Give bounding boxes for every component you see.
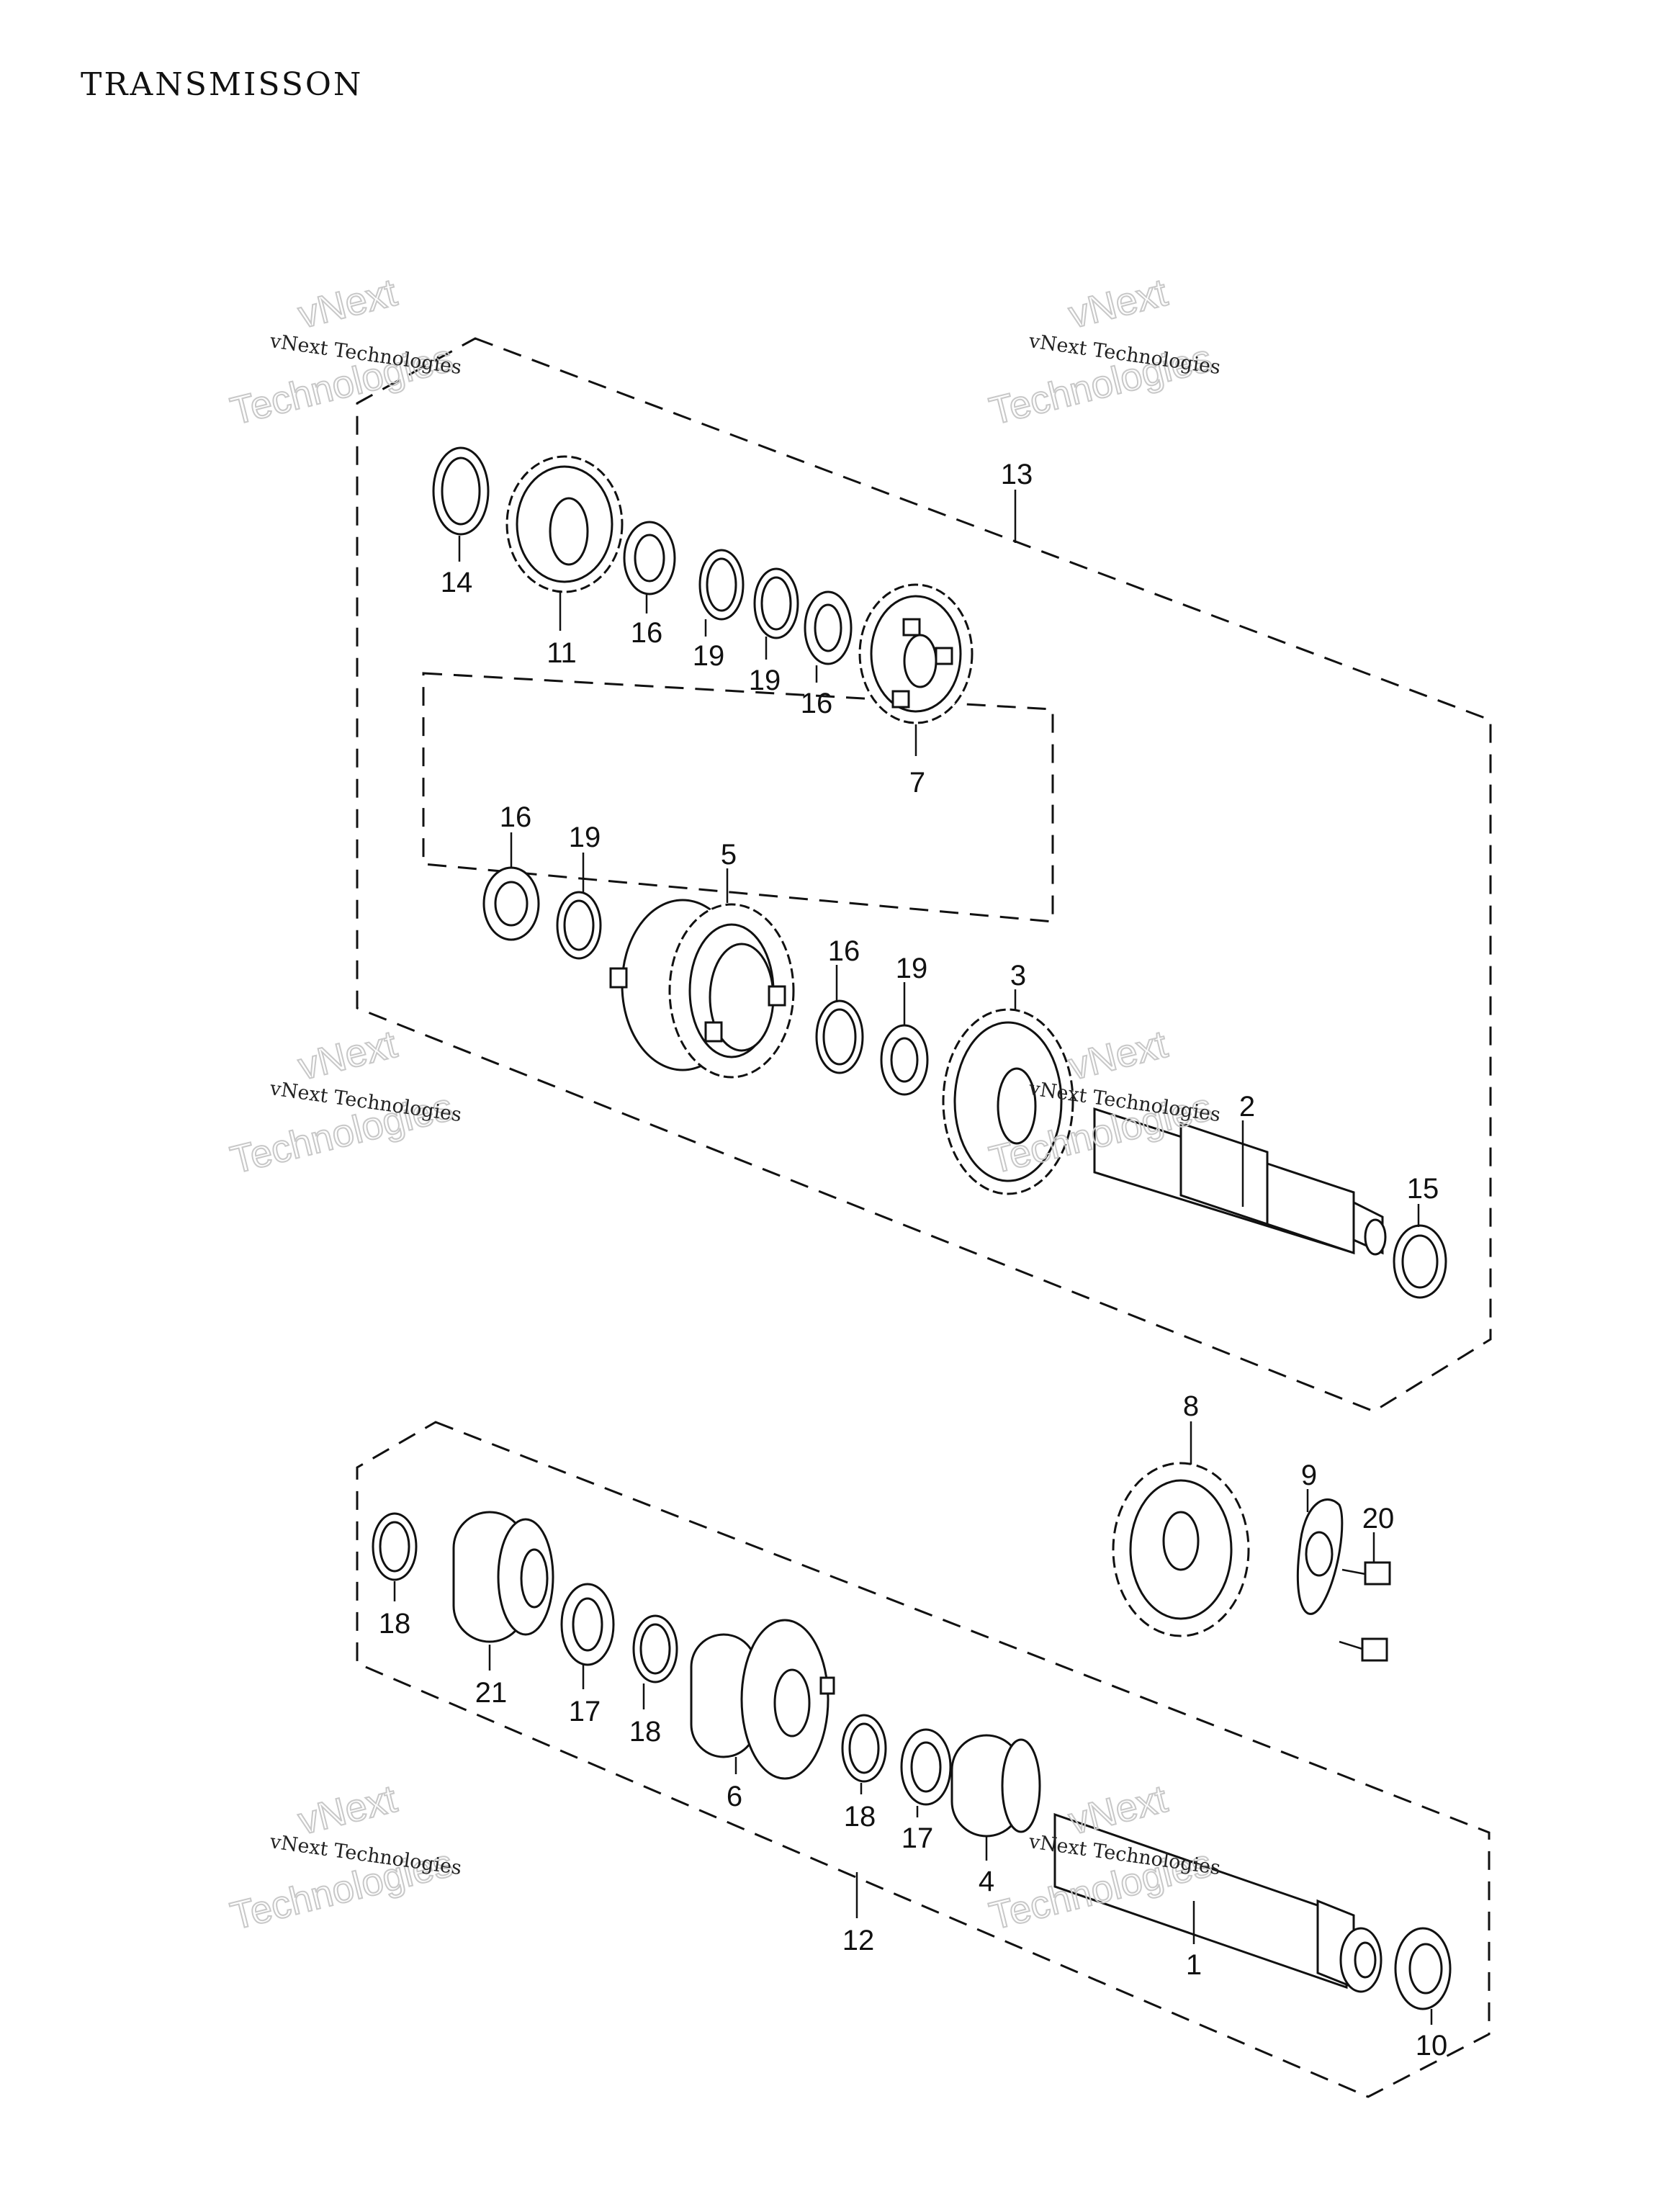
main-shaft-assembly-boundary <box>356 337 1492 1413</box>
callout-9: 9 <box>1301 1460 1317 1491</box>
callout-10: 10 <box>1416 2030 1448 2062</box>
callout-21: 21 <box>475 1677 508 1709</box>
callout-18-a: 18 <box>379 1608 411 1640</box>
svg-text:vNext: vNext <box>294 1777 400 1843</box>
callout-12: 12 <box>842 1925 875 1956</box>
callout-5: 5 <box>721 839 737 871</box>
gear-4 <box>950 1734 1041 1838</box>
page-title: TRANSMISSON <box>81 66 364 103</box>
circlip-18a <box>372 1512 418 1581</box>
gear-21 <box>452 1511 554 1643</box>
svg-text:vNext: vNext <box>294 271 400 337</box>
watermark-mid-left: vNext Technologies vNext Technologies <box>225 1022 463 1183</box>
splined-washer-17a <box>560 1583 615 1666</box>
callout-17-b: 17 <box>902 1822 934 1854</box>
countershaft-1 <box>1053 1812 1382 1993</box>
washer-10 <box>1394 1927 1452 2010</box>
callout-16-a: 16 <box>631 617 663 649</box>
circlip-18c <box>841 1714 887 1783</box>
gear-3 <box>942 1008 1074 1195</box>
callout-3: 3 <box>1010 960 1026 992</box>
counter-shaft-assembly-boundary <box>356 1421 1491 2098</box>
callout-16-b: 16 <box>801 688 833 719</box>
sprocket-8 <box>1112 1462 1250 1637</box>
circlip-18b <box>632 1614 678 1683</box>
splined-washer-16b <box>804 590 853 665</box>
callout-7: 7 <box>909 767 925 799</box>
watermark-top-right: vNext Technologies vNext Technologies <box>984 270 1222 434</box>
splined-washer-16c <box>482 866 540 941</box>
svg-text:vNext: vNext <box>294 1022 400 1089</box>
circlip-19a <box>698 549 745 621</box>
washer-15 <box>1393 1224 1447 1299</box>
gear-5 <box>609 899 795 1079</box>
callout-16-c: 16 <box>500 801 532 833</box>
splined-washer-16a <box>623 521 676 595</box>
circlip-19c <box>556 891 602 960</box>
bolt-20b <box>1339 1637 1388 1662</box>
callout-4: 4 <box>979 1866 994 1897</box>
circlip-19b <box>753 567 799 639</box>
svg-text:vNext: vNext <box>1064 1777 1171 1843</box>
callout-19-a: 19 <box>693 640 725 672</box>
splined-washer-17b <box>900 1728 952 1806</box>
gear-11 <box>505 455 624 593</box>
callout-13: 13 <box>1001 459 1033 490</box>
callout-2: 2 <box>1239 1091 1255 1123</box>
callout-19-d: 19 <box>896 953 928 984</box>
callout-16-d: 16 <box>828 935 860 967</box>
callout-18-b: 18 <box>629 1716 662 1748</box>
washer-14 <box>432 446 490 536</box>
callout-15: 15 <box>1407 1173 1439 1205</box>
callout-17-a: 17 <box>569 1696 601 1727</box>
splined-washer-19d <box>880 1024 929 1096</box>
svg-text:vNext: vNext <box>1064 271 1171 337</box>
callout-20: 20 <box>1362 1503 1395 1534</box>
callout-18-c: 18 <box>844 1801 876 1833</box>
callout-8: 8 <box>1183 1390 1199 1422</box>
retainer-plate-9 <box>1296 1498 1344 1615</box>
watermark-top-left: vNext Technologies vNext Technologies <box>225 270 463 434</box>
gear-6 <box>690 1619 835 1780</box>
gear-7 <box>858 583 974 724</box>
callout-14: 14 <box>441 567 473 598</box>
callout-19-b: 19 <box>749 665 781 696</box>
callout-11: 11 <box>547 637 577 669</box>
circlip-16d <box>815 999 864 1074</box>
main-shaft-2 <box>1093 1107 1387 1256</box>
bolt-20a <box>1341 1561 1391 1586</box>
svg-text:vNext: vNext <box>1064 1022 1171 1089</box>
watermark-bottom-left: vNext Technologies vNext Technologies <box>225 1776 463 1939</box>
callout-19-c: 19 <box>569 822 601 853</box>
callout-1: 1 <box>1186 1949 1202 1981</box>
callout-6: 6 <box>727 1781 742 1812</box>
